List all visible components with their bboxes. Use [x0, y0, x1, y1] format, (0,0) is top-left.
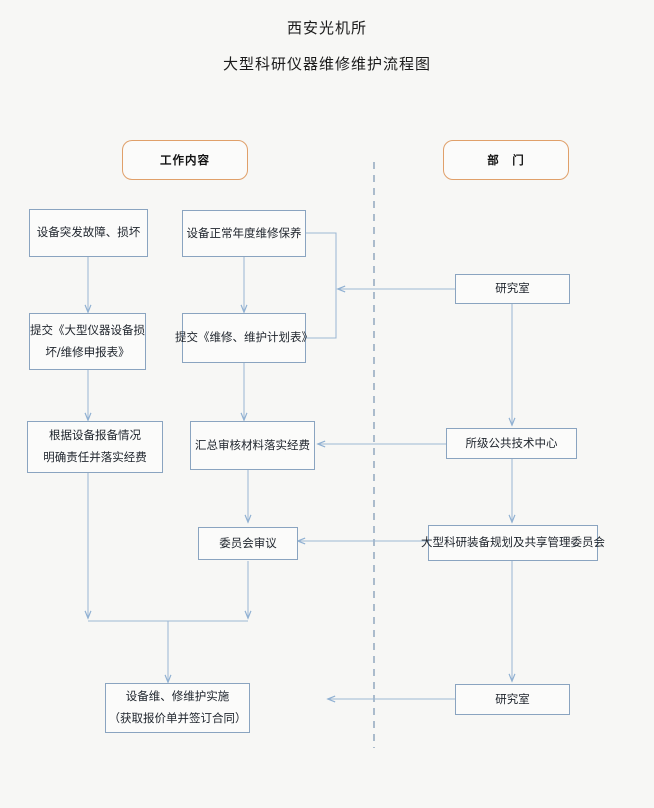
- page-subtitle: 大型科研仪器维修维护流程图: [222, 55, 431, 73]
- header-work-content-label: 工作内容: [160, 153, 210, 167]
- node-implementation-line1: 设备维、修维护实施: [125, 689, 230, 704]
- node-public-tech-center-line1: 所级公共技术中心: [465, 435, 558, 450]
- node-implementation-line2: （获取报价单并签订合同）: [108, 711, 247, 725]
- page-title-line1: 西安光机所: [286, 19, 367, 37]
- node-equipment-committee[interactable]: 大型科研装备规划及共享管理委员会: [421, 525, 605, 561]
- header-work-content[interactable]: 工作内容: [122, 140, 248, 180]
- node-submit-damage-form[interactable]: 提交《大型仪器设备损 坏/维修申报表》: [29, 313, 146, 370]
- node-submit-plan-form-line1: 提交《维修、维护计划表》: [175, 330, 313, 345]
- node-review-materials-funds[interactable]: 汇总审核材料落实经费: [190, 421, 315, 470]
- node-confirm-responsibility-line2: 明确责任并落实经费: [43, 450, 147, 464]
- node-equipment-failure[interactable]: 设备突发故障、损坏: [29, 209, 148, 257]
- node-equipment-failure-line1: 设备突发故障、损坏: [36, 225, 141, 240]
- node-committee-review-line1: 委员会审议: [219, 535, 277, 550]
- node-review-materials-funds-line1: 汇总审核材料落实经费: [195, 437, 310, 452]
- node-confirm-responsibility-line1: 根据设备报备情况: [49, 428, 141, 443]
- node-research-lab-bottom-line1: 研究室: [495, 691, 530, 706]
- node-equipment-committee-line1: 大型科研装备规划及共享管理委员会: [421, 535, 605, 550]
- node-submit-plan-form[interactable]: 提交《维修、维护计划表》: [175, 313, 313, 363]
- node-public-tech-center[interactable]: 所级公共技术中心: [446, 428, 577, 459]
- header-department[interactable]: 部 门: [443, 140, 569, 180]
- node-committee-review[interactable]: 委员会审议: [198, 527, 298, 560]
- header-department-label: 部 门: [487, 153, 525, 167]
- node-submit-damage-form-line2: 坏/维修申报表》: [45, 344, 130, 359]
- node-research-lab-bottom[interactable]: 研究室: [455, 684, 570, 715]
- node-annual-maintenance[interactable]: 设备正常年度维修保养: [182, 210, 306, 257]
- node-research-lab-top[interactable]: 研究室: [455, 274, 570, 304]
- node-confirm-responsibility[interactable]: 根据设备报备情况 明确责任并落实经费: [27, 421, 163, 473]
- node-annual-maintenance-line1: 设备正常年度维修保养: [186, 225, 302, 240]
- node-submit-damage-form-line1: 提交《大型仪器设备损: [30, 322, 145, 337]
- node-research-lab-top-line1: 研究室: [495, 281, 530, 296]
- node-implementation[interactable]: 设备维、修维护实施 （获取报价单并签订合同）: [105, 683, 250, 733]
